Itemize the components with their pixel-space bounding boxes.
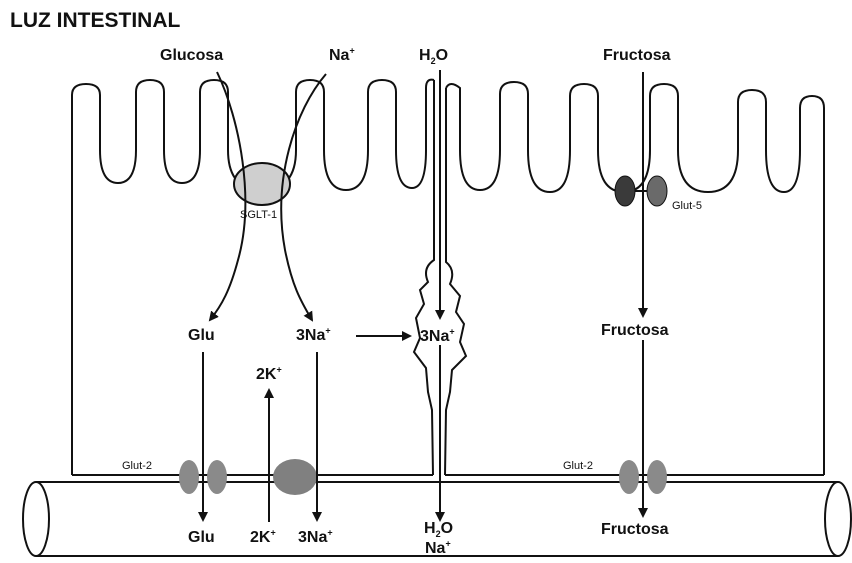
lumen-h2o-label: H2O <box>419 48 448 64</box>
cell-3na-label: 3Na+ <box>296 328 331 344</box>
blood-2k-label: 2K+ <box>250 530 276 546</box>
blood-h2o-label: H2O <box>424 521 453 537</box>
cell-2k-label: 2K+ <box>256 367 282 383</box>
junction-3na-label: 3Na+ <box>420 329 455 345</box>
lumen-fructosa-label: Fructosa <box>603 48 671 64</box>
cell-glu-label: Glu <box>188 328 215 344</box>
right-enterocyte <box>446 82 824 475</box>
glut2-right-b <box>647 460 667 494</box>
glut2-left-label: Glut-2 <box>122 461 152 472</box>
blood-3na-label: 3Na+ <box>298 530 333 546</box>
glut2-right-a <box>619 460 639 494</box>
lumen-glucosa-label: Glucosa <box>160 48 223 64</box>
intercellular-space-right <box>445 88 466 475</box>
sodium-uptake-arrow <box>281 74 326 320</box>
glut5-label: Glut-5 <box>672 201 702 212</box>
lumen-na-label: Na+ <box>329 48 355 64</box>
glut5-transporter-light <box>647 176 667 206</box>
left-enterocyte <box>72 80 434 475</box>
page-title: LUZ INTESTINAL <box>10 10 180 31</box>
cell-fructosa-label: Fructosa <box>601 323 669 339</box>
blood-glu-label: Glu <box>188 530 215 546</box>
glut2-right-label: Glut-2 <box>563 461 593 472</box>
na-k-pump <box>273 459 317 495</box>
glut2-left-b <box>207 460 227 494</box>
glut2-left-a <box>179 460 199 494</box>
blood-na-label: Na+ <box>425 541 451 557</box>
sglt1-label: SGLT-1 <box>240 210 277 221</box>
glut5-transporter-dark <box>615 176 635 206</box>
intercellular-space <box>414 80 434 475</box>
blood-fructosa-label: Fructosa <box>601 522 669 538</box>
